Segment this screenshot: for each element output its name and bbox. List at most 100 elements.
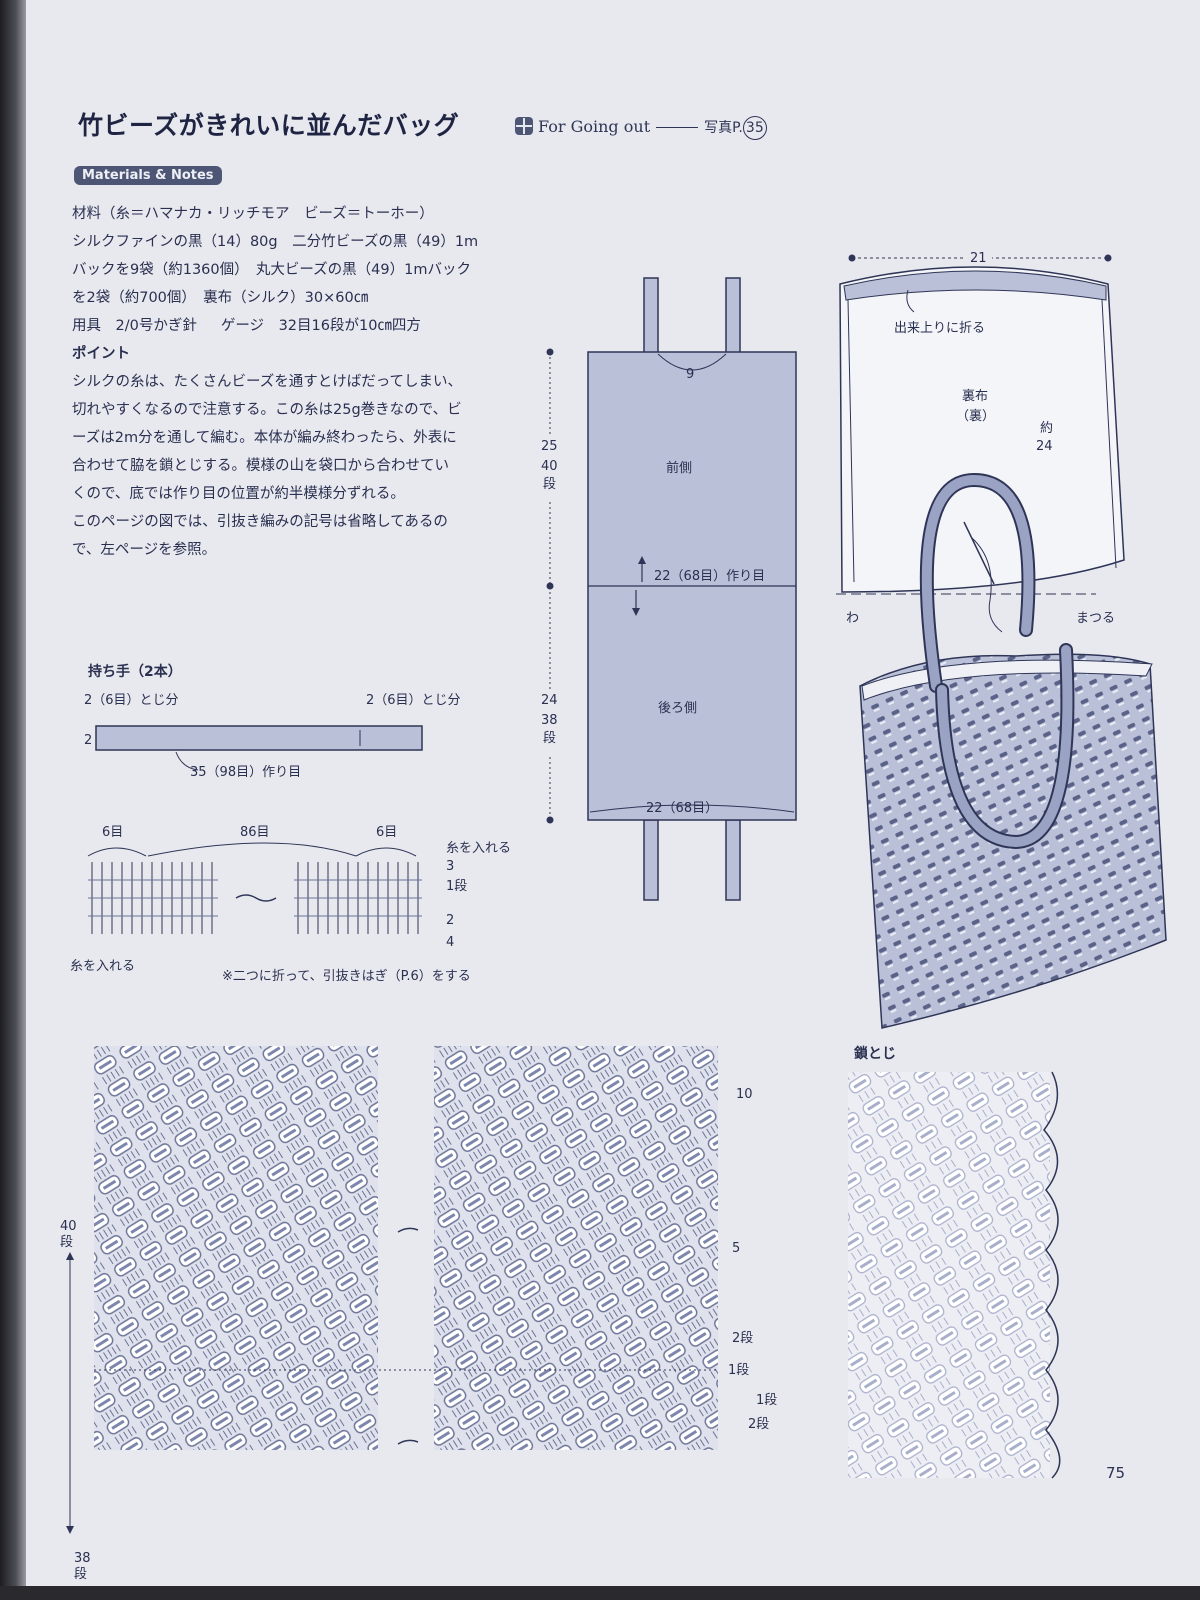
lining-label-sub: （裏） (956, 409, 995, 424)
book-spine-shadow (0, 0, 26, 1600)
handle-height: 2 (84, 733, 92, 748)
count-bracket (147, 842, 357, 857)
back-rows-unit: 段 (543, 731, 556, 746)
strap-right-bottom (725, 819, 741, 901)
arrowhead-down (632, 608, 640, 616)
point-line: このページの図では、引抜き編みの記号は省略してあるの (72, 514, 448, 530)
lining-width: 21 (970, 251, 987, 266)
front-label: 前側 (666, 460, 692, 476)
row-marker: 2段 (748, 1417, 769, 1432)
row-marker: 2段 (732, 1331, 753, 1346)
thread-in-left: 糸を入れる (70, 959, 135, 974)
dim-dot (546, 582, 554, 590)
row-marker: 1段 (756, 1393, 777, 1408)
lining-height: 24 (1036, 439, 1053, 454)
break-mark (397, 1227, 419, 1233)
thread-in-right: 糸を入れる (446, 841, 511, 856)
whip-stitch-label: まつる (1076, 611, 1115, 626)
point-heading: ポイント (72, 346, 130, 362)
bag-handle-back-fill (921, 474, 1034, 691)
strap-left-bottom (643, 819, 659, 901)
row-marker: 1段 (728, 1363, 749, 1378)
tools-label: 用具 (72, 318, 101, 334)
bottom-width-arc (589, 804, 795, 813)
chart-rows-top: 40 (60, 1219, 77, 1234)
arrowhead-up (66, 1252, 74, 1260)
materials-notes-badge: Materials & Notes (74, 166, 222, 185)
fold-note: 出来上りに折る (894, 321, 985, 336)
handle-stitch-chart-right (294, 862, 422, 934)
materials-line: シルクファインの黒（14）80g 二分竹ビーズの黒（49）1m (72, 234, 479, 250)
handle-count-middle: 86目 (240, 825, 270, 840)
lining-label: 裏布 (962, 389, 988, 404)
lining-folded-hem (843, 270, 1107, 301)
materials-line: バックを9袋（約1360個） 丸大ビーズの黒（49）1mバック (72, 262, 471, 278)
photo-ref-number: 35 (742, 116, 767, 140)
row-label: 3 (446, 859, 454, 874)
row-label: 4 (446, 935, 454, 950)
lining-diagram: 21 出来上りに折る 裏布 （裏） 約 24 わ まつる (836, 248, 1125, 626)
lining-height-prefix: 約 (1040, 421, 1053, 436)
row-label: 1段 (446, 879, 467, 894)
row-marker: 10 (736, 1087, 753, 1102)
bag-handle-front-fill (937, 645, 1073, 848)
chart-rows-bottom-unit: 段 (74, 1567, 87, 1582)
dim-dot (1104, 254, 1112, 262)
front-rows: 40 (541, 459, 558, 474)
arrowhead-up (638, 556, 646, 564)
dim-dot (546, 348, 554, 356)
back-rows: 38 (541, 713, 558, 728)
sewing-thread (971, 537, 1003, 633)
photo-ref-prefix: 写真P. (704, 120, 743, 136)
bag-body-diagram: 9 前側 後ろ側 22（68目）作り目 22（68目） 25 40 段 24 3… (538, 277, 797, 901)
top-width-arc (657, 353, 727, 371)
lining-outline (839, 266, 1125, 593)
point-line: シルクの糸は、たくさんビーズを通すとけばだってしまい、 (72, 374, 463, 390)
chain-leader (175, 751, 199, 771)
lining-side-seam (847, 299, 855, 583)
handle-fold-note: ※二つに折って、引抜きはぎ（P.6）をする (222, 968, 471, 984)
start-chain-label: 22（68目）作り目 (654, 569, 765, 584)
dim-dot (848, 254, 856, 262)
count-bracket (87, 847, 147, 857)
materials-line: を2袋（約700個） 裏布（シルク）30×60㎝ (72, 290, 369, 306)
side-seam-chart: 鎖とじ (848, 1045, 1061, 1479)
handle-right-bind: 2（6目）とじ分 (366, 693, 461, 708)
dim-label-bg (538, 436, 562, 500)
row-marker: 5 (732, 1241, 740, 1256)
side-seam-panel (848, 1072, 1050, 1478)
handle-count-right: 6目 (376, 825, 397, 840)
dim-label-bg (538, 690, 562, 754)
gauge-value: 32目16段が10㎝四方 (278, 318, 421, 334)
strap-left-top (643, 277, 659, 355)
point-line: ーズは2m分を通して編む。本体が編み終わったら、外表に (72, 430, 457, 446)
dash-rule (656, 127, 699, 128)
tools-line: 用具 2/0号かぎ針ゲージ 32目16段が10㎝四方 (72, 312, 542, 340)
front-rows-unit: 段 (543, 477, 556, 492)
fold-leader (906, 289, 915, 313)
dim-label-bg (966, 248, 992, 266)
point-line: 切れやすくなるので注意する。この糸は25g巻きなので、ビ (72, 402, 462, 418)
hook-size: 2/0号かぎ針 (115, 318, 197, 334)
page-title: 竹ビーズがきれいに並んだバッグ (78, 111, 460, 140)
handle-diagram: 持ち手（2本） 2（6目）とじ分 2（6目）とじ分 2 35（98目）作り目 6… (70, 663, 511, 984)
handle-count-left: 6目 (102, 825, 123, 840)
point-line: 合わせて脇を鎖とじする。模様の山を袋口から合わせてい (72, 458, 449, 474)
lining-side-seam (1101, 299, 1117, 569)
back-height: 24 (541, 693, 558, 708)
chart-panel-right (434, 1046, 718, 1450)
handle-left-bind: 2（6目）とじ分 (84, 693, 179, 708)
handle-stitch-chart-left (88, 862, 218, 934)
series-name: For Going out (538, 117, 651, 136)
handle-chain: 35（98目）作り目 (190, 765, 301, 780)
point-line: くので、底では作り目の位置が約半模様分ずれる。 (72, 486, 405, 502)
chart-rows-top-unit: 段 (60, 1235, 73, 1250)
top-width: 9 (686, 367, 694, 382)
front-height: 25 (541, 439, 558, 454)
chart-panel-left (94, 1046, 378, 1450)
point-line: で、左ページを参照。 (72, 542, 217, 558)
materials-notes: 材料（糸＝ハマナカ・リッチモア ビーズ＝トーホー） シルクファインの黒（14）8… (72, 200, 542, 564)
page-bottom-shadow (0, 1586, 1200, 1600)
title-suffix: For Going out 写真P.35 (514, 116, 767, 140)
